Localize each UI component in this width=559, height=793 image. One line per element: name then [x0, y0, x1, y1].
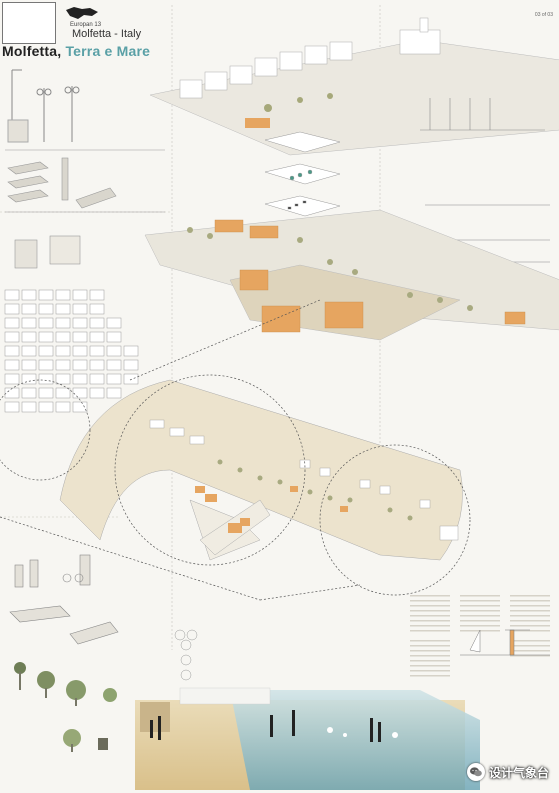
isometric-waterfront-top [149, 17, 559, 156]
sheet-number: 03 of 03 [534, 12, 553, 18]
competition-subtitle: Europan 13 [70, 22, 102, 28]
text-columns [410, 595, 550, 677]
tree-catalog [14, 662, 117, 752]
logo-frame [2, 2, 56, 44]
title-part-1: Molfetta, [2, 43, 62, 59]
detail-circles [0, 299, 471, 601]
exploded-layers-diagram [264, 131, 341, 217]
city-grid-plan [4, 289, 139, 413]
location-label: Molfetta - Italy [72, 28, 142, 40]
furniture-sketches [7, 157, 117, 269]
hexagon-diagram [174, 629, 198, 681]
italy-region-map-icon [66, 7, 98, 19]
street-lighting-sketch [7, 69, 80, 143]
watermark-text: 设计气象台 [488, 765, 549, 780]
wechat-icon [466, 763, 485, 781]
beach-render [135, 687, 480, 790]
watermark: 设计气象台 [466, 763, 549, 781]
isometric-waterfront-middle [144, 209, 559, 341]
bottom-left-sketches [9, 554, 119, 645]
master-plan [59, 379, 463, 561]
page-title: Molfetta, Terra e Mare [2, 43, 150, 59]
waterfront-section [460, 629, 550, 656]
title-part-2: Terra e Mare [65, 43, 151, 59]
